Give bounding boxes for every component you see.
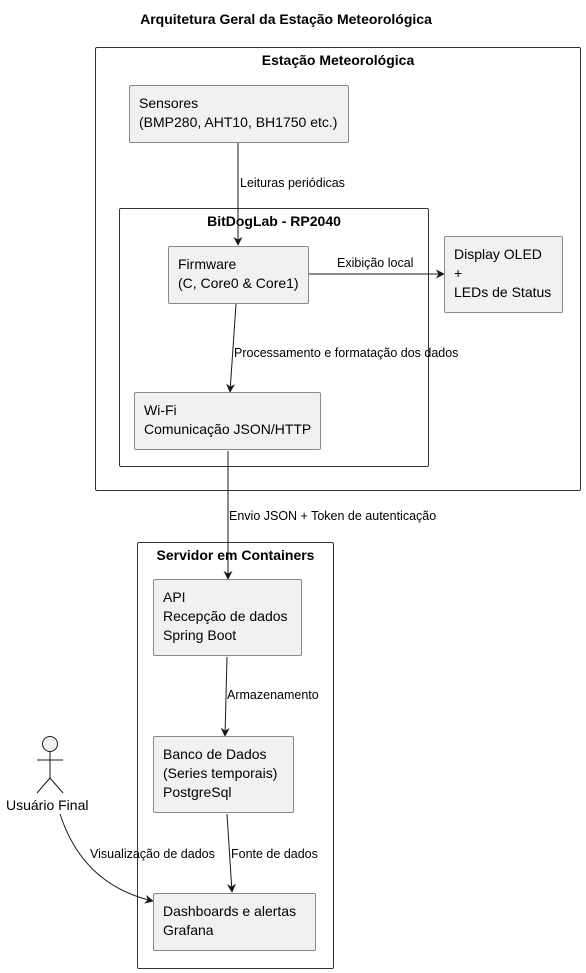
edge-label-visualizacao: Visualização de dados bbox=[90, 847, 215, 861]
actor-icon bbox=[36, 736, 64, 794]
node-line: Banco de Dados bbox=[163, 746, 267, 762]
package-label: Estação Meteorológica bbox=[261, 52, 415, 68]
diagram-title: Arquitetura Geral da Estação Meteorológi… bbox=[140, 11, 432, 27]
node-line: Firmware bbox=[178, 256, 237, 272]
actor-label: Usuário Final bbox=[6, 797, 89, 813]
node-line: PostgreSql bbox=[163, 784, 232, 800]
node-line: (Series temporais) bbox=[163, 765, 278, 781]
node-wifi: Wi-Fi Comunicação JSON/HTTP bbox=[134, 392, 321, 450]
package-servidor: Servidor em Containers bbox=[137, 542, 334, 969]
package-label: BitDogLab - RP2040 bbox=[207, 213, 341, 229]
node-sensores: Sensores (BMP280, AHT10, BH1750 etc.) bbox=[129, 85, 349, 143]
edge-label-fonte: Fonte de dados bbox=[231, 847, 318, 861]
node-line: Comunicação JSON/HTTP bbox=[144, 421, 312, 437]
node-line: Display OLED bbox=[454, 246, 542, 262]
package-estacao-meteorologica: Estação Meteorológica bbox=[95, 47, 581, 491]
edge-processamento bbox=[226, 303, 237, 393]
edge-label-processamento: Processamento e formatação dos dados bbox=[234, 346, 459, 360]
edge-visualizacao bbox=[59, 813, 154, 904]
node-line: + bbox=[454, 265, 463, 281]
package-bitdoglab: BitDogLab - RP2040 bbox=[119, 208, 429, 467]
node-banco-de-dados: Banco de Dados (Series temporais) Postgr… bbox=[153, 736, 294, 813]
node-api: API Recepção de dados Spring Boot bbox=[153, 579, 302, 656]
edge-fonte bbox=[226, 813, 236, 893]
package-label: Servidor em Containers bbox=[156, 547, 315, 563]
node-display: Display OLED + LEDs de Status bbox=[444, 236, 563, 313]
node-firmware: Firmware (C, Core0 & Core1) bbox=[168, 246, 309, 304]
edge-armazenamento bbox=[220, 656, 230, 737]
node-line: LEDs de Status bbox=[454, 284, 552, 300]
node-line: (C, Core0 & Core1) bbox=[178, 275, 299, 291]
node-line: (BMP280, AHT10, BH1750 etc.) bbox=[139, 114, 338, 130]
edge-label-armazenamento: Armazenamento bbox=[227, 688, 319, 702]
node-grafana: Dashboards e alertas Grafana bbox=[153, 893, 316, 951]
edge-label-envio: Envio JSON + Token de autenticação bbox=[229, 509, 437, 523]
node-line: Spring Boot bbox=[163, 627, 237, 643]
edge-label-exibicao: Exibição local bbox=[337, 256, 414, 270]
node-line: API bbox=[163, 589, 186, 605]
node-line: Grafana bbox=[163, 922, 214, 938]
node-line: Sensores bbox=[139, 95, 199, 111]
edge-label-leituras: Leituras periódicas bbox=[240, 176, 345, 190]
node-line: Dashboards e alertas bbox=[163, 903, 297, 919]
node-line: Wi-Fi bbox=[144, 402, 177, 418]
node-line: Recepção de dados bbox=[163, 608, 288, 624]
